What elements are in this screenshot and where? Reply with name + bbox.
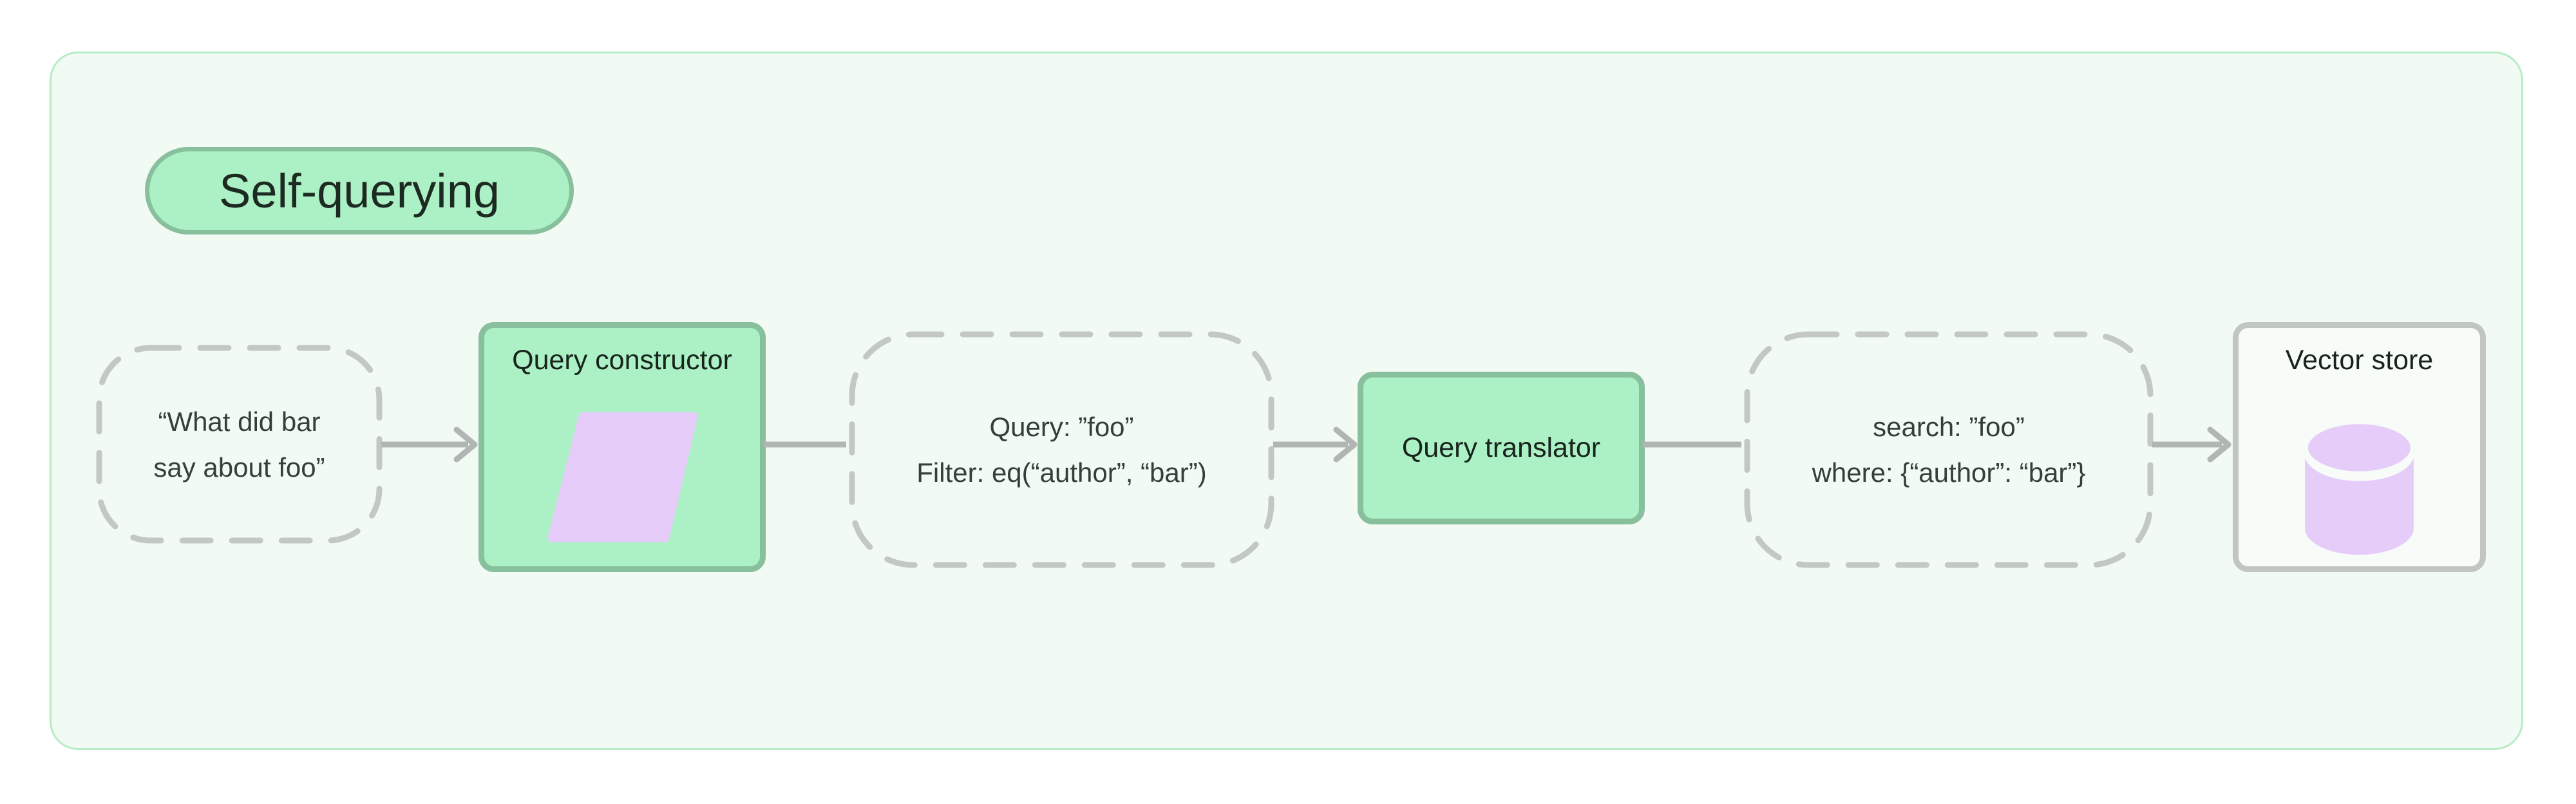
dashed-border [849,331,1274,568]
structured-query-text: Query: ”foo” Filter: eq(“author”, “bar”) [916,404,1206,495]
node-native-query: search: ”foo” where: {“author”: “bar”} [1743,330,2154,569]
user-query-line2: say about foo” [153,452,325,483]
dashed-border [1744,331,2154,568]
node-query-translator: Query translator [1358,372,1645,524]
node-vector-store: Vector store [2233,322,2486,572]
query-translator-label: Query translator [1401,432,1601,463]
diagram-title: Self-querying [218,164,500,218]
query-constructor-label: Query constructor [512,345,732,376]
structured-query-line1: Query: ”foo” [989,412,1134,442]
native-query-line2: where: {“author”: “bar”} [1812,457,2086,488]
dashed-border [96,345,383,544]
native-query-text: search: ”foo” where: {“author”: “bar”} [1812,404,2086,495]
database-icon [2301,417,2418,555]
vector-store-label: Vector store [2285,345,2434,376]
diagram-panel: Self-querying “What did bar say about fo… [50,52,2523,750]
user-query-text: “What did bar say about foo” [153,399,325,490]
native-query-line1: search: ”foo” [1873,412,2025,442]
structured-query-line2: Filter: eq(“author”, “bar”) [916,457,1207,488]
diagram-title-badge: Self-querying [145,147,574,235]
parallelogram-icon [547,412,698,542]
node-query-constructor: Query constructor [478,322,766,572]
node-structured-query: Query: ”foo” Filter: eq(“author”, “bar”) [848,330,1275,569]
node-user-query: “What did bar say about foo” [95,344,383,544]
user-query-line1: “What did bar [158,406,321,437]
